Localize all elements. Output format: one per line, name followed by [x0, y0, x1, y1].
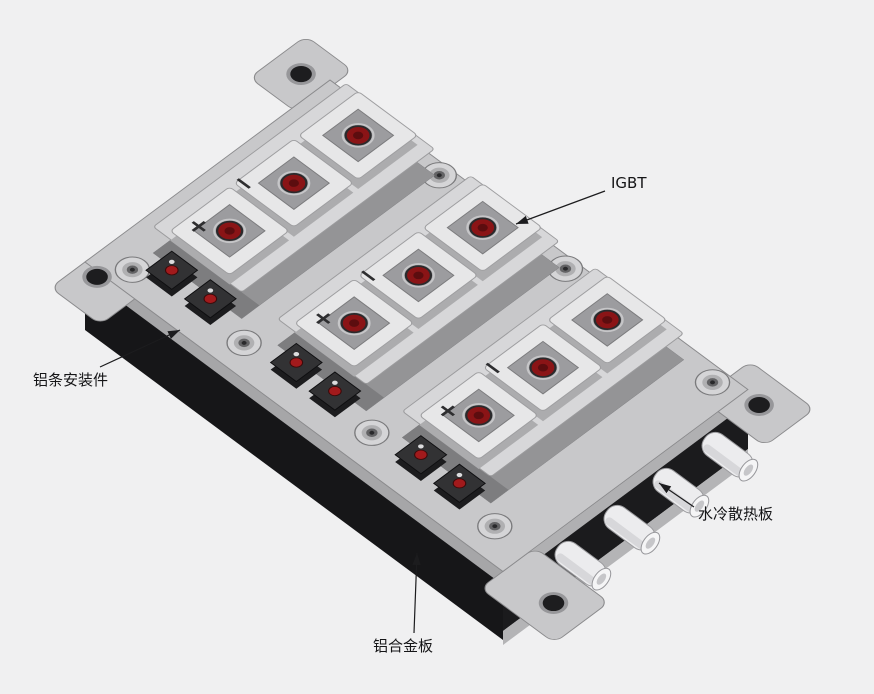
label-igbt: IGBT — [611, 174, 647, 192]
label-mounting-strip: 铝条安装件 — [33, 371, 108, 389]
leader-aluminum-plate — [412, 552, 421, 634]
leader-igbt — [515, 190, 606, 225]
callout-aluminum-plate: 铝合金板 — [373, 552, 433, 655]
heatsink-dark-left — [85, 275, 503, 640]
callout-mounting-strip: 铝条安装件 — [33, 329, 181, 389]
label-aluminum-plate: 铝合金板 — [373, 637, 433, 655]
leader-water-cooling-plate — [658, 482, 695, 508]
callout-water-cooling-plate: 水冷散热板 — [658, 482, 773, 523]
label-water-cooling-plate: 水冷散热板 — [698, 505, 773, 523]
annotations: IGBT 铝条安装件 水冷散热板 铝合金板 — [33, 174, 773, 655]
plate-side-right — [503, 390, 748, 585]
baseplate-group — [54, 38, 811, 640]
plate-side-left — [85, 262, 503, 585]
callout-igbt: IGBT — [515, 174, 647, 225]
leader-mounting-strip — [99, 329, 181, 368]
